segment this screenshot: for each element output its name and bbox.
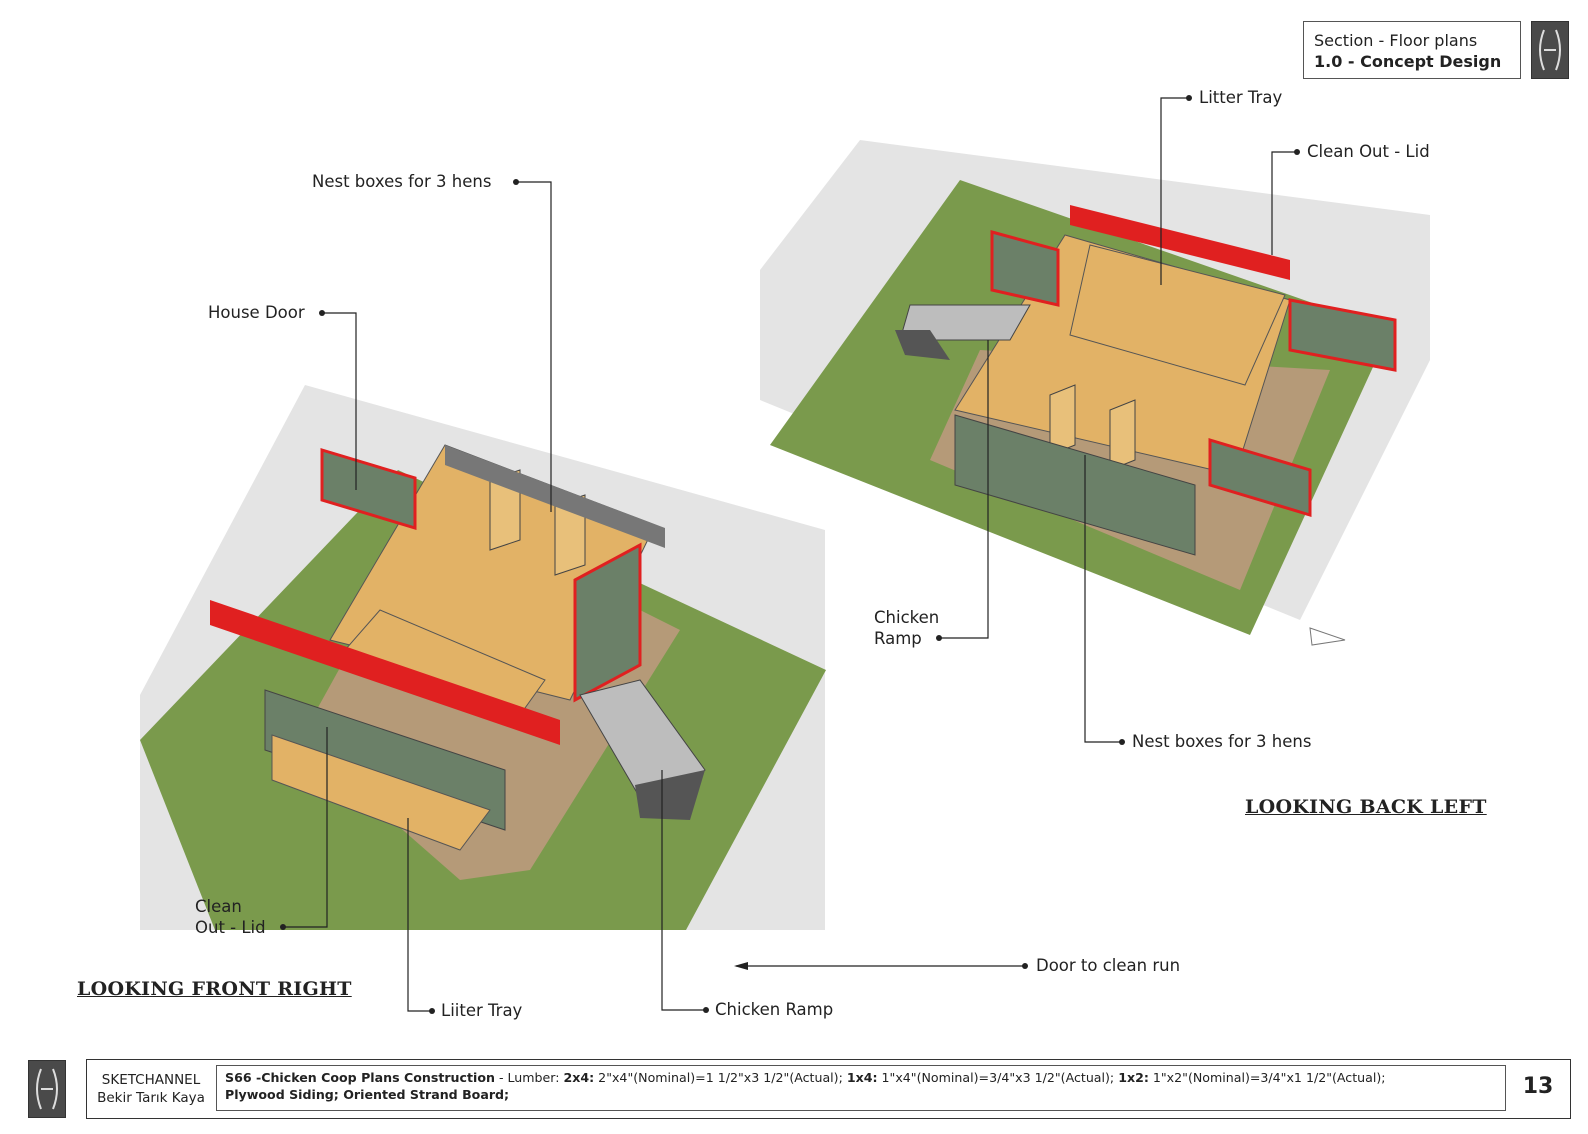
section-box: Section - Floor plans 1.0 - Concept Desi… <box>1303 21 1521 79</box>
sketchannel-logo-icon <box>1531 21 1569 79</box>
leader-house-door <box>322 312 357 490</box>
leader-lines <box>283 97 1297 1012</box>
section-line-2: 1.0 - Concept Design <box>1314 52 1502 71</box>
label-litter-tray-left: Liiter Tray <box>441 1001 523 1020</box>
label-clean-out-left-2: Out - Lid <box>195 918 266 937</box>
desc-materials: Plywood Siding; Oriented Strand Board; <box>225 1087 510 1102</box>
label-house-door: House Door <box>208 303 305 322</box>
footer-logo-icon <box>28 1060 66 1118</box>
label-clean-out-left-1: Clean <box>195 897 242 916</box>
desc-lumber: - Lumber: <box>494 1070 564 1085</box>
label-clean-out-right: Clean Out - Lid <box>1307 142 1430 161</box>
leader-chicken-ramp-left <box>661 770 706 1011</box>
desc-1x4-key: 1x4: <box>846 1070 878 1085</box>
desc-2x4-val: 2"x4"(Nominal)=1 1/2"x3 1/2"(Actual); <box>594 1070 847 1085</box>
right-clean-run-door <box>1208 437 1312 518</box>
left-side-wall <box>573 542 642 703</box>
leader-clean-out-left <box>283 727 328 928</box>
desc-1x2-val: 1"x2"(Nominal)=3/4"x1 1/2"(Actual); <box>1148 1070 1386 1085</box>
description-line-2: Plywood Siding; Oriented Strand Board; <box>225 1086 1497 1103</box>
desc-code: S66 -Chicken Coop Plans Construction <box>225 1070 495 1085</box>
label-nest-boxes-left: Nest boxes for 3 hens <box>312 172 492 191</box>
page-number: 13 <box>1522 1074 1554 1099</box>
leader-arrow-head <box>734 962 748 970</box>
left-ramp-base <box>635 770 705 820</box>
right-nest-divider-2 <box>1109 399 1136 471</box>
desc-1x2-key: 1x2: <box>1118 1070 1149 1085</box>
right-side-door <box>1288 298 1397 372</box>
footer-box <box>86 1059 1571 1119</box>
right-view-drawing <box>760 140 1430 635</box>
leader-chicken-ramp-right <box>939 340 989 639</box>
label-door-to-clean-run: Door to clean run <box>1036 956 1181 975</box>
right-house-door <box>990 230 1060 307</box>
view-title-front-right: LOOKING FRONT RIGHT <box>77 978 352 1000</box>
left-back-wall <box>445 445 665 548</box>
left-view-drawing <box>140 385 826 930</box>
brand-line-2: Bekir Tarık Kaya <box>97 1090 205 1106</box>
brand-line-1: SKETCHANNEL <box>101 1072 201 1088</box>
leader-dots <box>280 95 1300 1014</box>
section-line-1: Section - Floor plans <box>1314 31 1478 50</box>
footer-description: S66 -Chicken Coop Plans Construction - L… <box>216 1065 1506 1111</box>
north-marker-icon <box>1309 627 1346 646</box>
description-line-1: S66 -Chicken Coop Plans Construction - L… <box>225 1069 1497 1086</box>
label-chicken-ramp-right-1: Chicken <box>874 608 940 627</box>
desc-2x4-key: 2x4: <box>563 1070 595 1085</box>
label-chicken-ramp-right-2: Ramp <box>874 629 922 648</box>
view-title-back-left: LOOKING BACK LEFT <box>1245 796 1487 818</box>
leader-clean-out-right <box>1271 151 1297 255</box>
desc-1x4-val: 1"x4"(Nominal)=3/4"x3 1/2"(Actual); <box>877 1070 1119 1085</box>
right-ramp-base <box>895 330 950 360</box>
label-litter-tray-right: Litter Tray <box>1199 88 1283 107</box>
leader-nest-boxes-right <box>1084 455 1122 743</box>
right-back-frame <box>1070 205 1290 280</box>
left-front-frame <box>210 600 560 745</box>
label-nest-boxes-right: Nest boxes for 3 hens <box>1132 732 1312 751</box>
leader-nest-boxes-left <box>516 181 552 512</box>
label-chicken-ramp-left: Chicken Ramp <box>715 1000 834 1019</box>
right-front-wall <box>954 414 1196 556</box>
left-house-door <box>320 447 417 531</box>
leader-litter-tray-right <box>1160 97 1189 285</box>
right-chicken-ramp <box>899 304 1031 341</box>
right-nest-divider-1 <box>1049 384 1076 456</box>
footer-brand: SKETCHANNEL Bekir Tarık Kaya <box>92 1071 210 1107</box>
leader-litter-tray-left <box>407 818 432 1012</box>
right-litter-tray <box>1069 244 1286 386</box>
